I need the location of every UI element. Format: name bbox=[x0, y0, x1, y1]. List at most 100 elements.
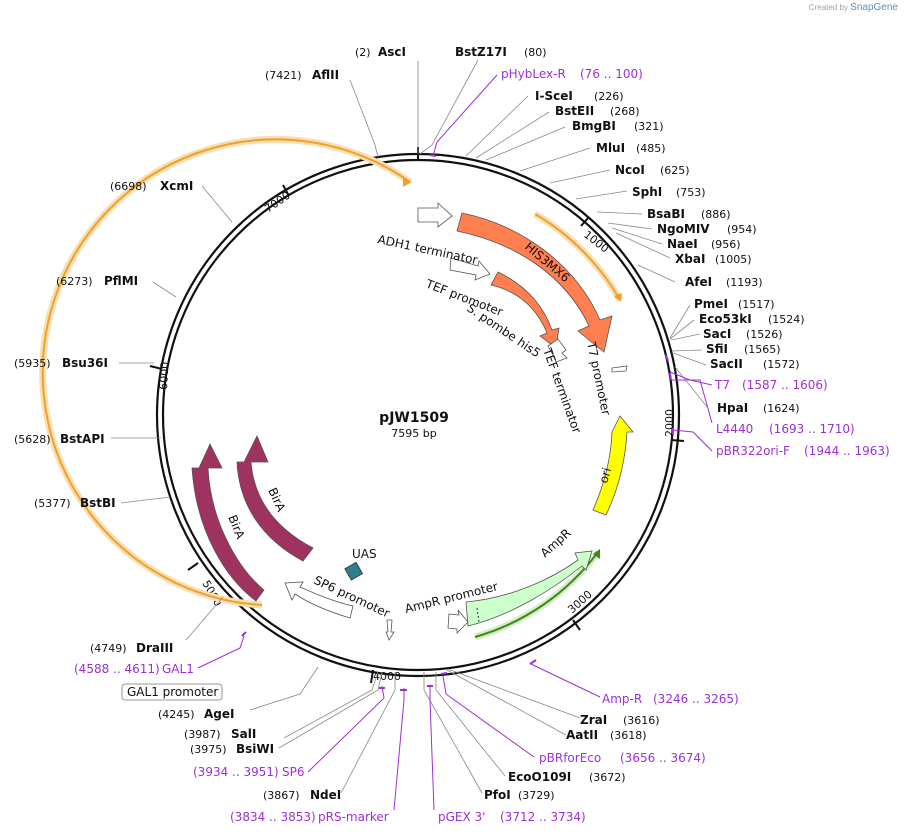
primer-leader bbox=[432, 74, 498, 157]
primer-range: (3656 .. 3674) bbox=[620, 751, 706, 765]
leader-line bbox=[637, 264, 676, 283]
tick-marks bbox=[149, 147, 685, 684]
enzyme-name: BmgBI bbox=[572, 119, 616, 133]
leader-line bbox=[446, 669, 567, 736]
enzyme-name: XbaI bbox=[675, 252, 705, 266]
enzyme-name: NgoMIV bbox=[657, 222, 710, 236]
leader-line bbox=[249, 666, 319, 711]
primer-name: L4440 bbox=[716, 422, 753, 436]
primer-leader bbox=[393, 688, 405, 811]
enzyme-position: (886) bbox=[701, 208, 731, 221]
primer-mark bbox=[529, 659, 537, 665]
orf-arc-7000-core bbox=[41, 138, 411, 606]
leader-line bbox=[465, 95, 529, 157]
leader-line bbox=[596, 211, 643, 215]
enzyme-labels: (2) AscI BstZ17I (80) (7421) AflII I-Sce… bbox=[14, 45, 805, 802]
primer-mark bbox=[440, 672, 448, 675]
enzyme-position: (2) bbox=[355, 46, 371, 59]
enzyme-name: BsaBI bbox=[647, 207, 685, 221]
tick-mark bbox=[670, 439, 685, 442]
leader-line bbox=[669, 319, 695, 340]
primer-mark bbox=[669, 372, 672, 381]
snapgene-credit: Created by SnapGene bbox=[809, 2, 898, 13]
enzyme-position: (954) bbox=[727, 223, 757, 236]
leader-line bbox=[349, 79, 379, 158]
leader-line bbox=[419, 59, 479, 155]
feature-bira-inner bbox=[236, 435, 314, 562]
tick-mark bbox=[282, 184, 290, 197]
feature-label: HIS3MX6 bbox=[522, 240, 572, 285]
feature-label: BirA bbox=[225, 513, 248, 542]
feature-label: UAS bbox=[352, 547, 377, 561]
enzyme-position: (3867) bbox=[263, 789, 300, 802]
enzyme-position: (6273) bbox=[56, 275, 93, 288]
enzyme-position: (956) bbox=[711, 238, 741, 251]
tick-mark bbox=[580, 216, 590, 227]
enzyme-name: AatII bbox=[566, 728, 598, 742]
enzyme-name: BstZ17I bbox=[455, 45, 507, 59]
primer-name: Amp-R bbox=[602, 692, 642, 706]
feature-his3mx6 bbox=[456, 212, 613, 353]
credit-prefix: Created by bbox=[808, 3, 848, 12]
enzyme-name: NaeI bbox=[667, 237, 698, 251]
leader-line bbox=[670, 333, 701, 341]
primer-name: pHybLex-R bbox=[501, 67, 566, 81]
enzyme-name: MluI bbox=[596, 141, 625, 155]
leader-line bbox=[201, 185, 233, 223]
primer-name: pGEX 3' bbox=[438, 810, 485, 824]
enzyme-name: EcoO109I bbox=[508, 770, 571, 784]
enzyme-name: PfoI bbox=[484, 788, 511, 802]
feature-small-arrow bbox=[385, 619, 395, 641]
enzyme-name: Eco53kI bbox=[699, 312, 752, 326]
primer-leader bbox=[442, 675, 535, 758]
enzyme-name: SphI bbox=[632, 185, 662, 199]
enzyme-name: SfiI bbox=[706, 342, 728, 356]
enzyme-position: (3987) bbox=[184, 728, 221, 741]
leader-line bbox=[423, 672, 483, 794]
gal1-promoter-label: GAL1 promoter bbox=[127, 685, 218, 699]
feature-tef-terminator bbox=[547, 338, 568, 363]
enzyme-name: BstEII bbox=[555, 104, 594, 118]
primer-leader bbox=[307, 685, 385, 773]
enzyme-name: ZraI bbox=[580, 713, 607, 727]
enzyme-position: (5628) bbox=[14, 433, 51, 446]
enzyme-name: I-SceI bbox=[535, 89, 573, 103]
leader-line bbox=[607, 222, 653, 230]
enzyme-position: (226) bbox=[594, 90, 624, 103]
feature-label: AmpR bbox=[538, 526, 574, 560]
primer-range: (1587 .. 1606) bbox=[742, 378, 828, 392]
tick-label: 6000 bbox=[157, 362, 171, 391]
tick-mark bbox=[572, 619, 581, 631]
feature-t7-promoter bbox=[611, 365, 628, 373]
leader-line bbox=[671, 349, 703, 352]
enzyme-position: (3616) bbox=[623, 714, 660, 727]
enzyme-position: (753) bbox=[676, 186, 706, 199]
tick-mark bbox=[149, 365, 163, 370]
enzyme-position: (268) bbox=[610, 105, 640, 118]
feature-uas bbox=[344, 561, 364, 581]
enzyme-position: (4749) bbox=[90, 642, 127, 655]
enzyme-position: (80) bbox=[524, 46, 547, 59]
enzyme-position: (5935) bbox=[14, 357, 51, 370]
orf-arc-1000-core bbox=[534, 213, 621, 301]
primer-range: (3834 .. 3853) bbox=[230, 810, 316, 824]
primer-name: GAL1 bbox=[162, 662, 194, 676]
feature-label: ADH1 terminator bbox=[376, 232, 478, 267]
enzyme-name: XcmI bbox=[160, 179, 193, 193]
gal1-promoter-box bbox=[121, 683, 223, 701]
feature-label: T7 promoter bbox=[584, 340, 613, 417]
leader-line bbox=[120, 496, 171, 504]
enzyme-name: BstAPI bbox=[60, 432, 105, 446]
primer-range: (3712 .. 3734) bbox=[500, 810, 586, 824]
plasmid-size: 7595 bp bbox=[391, 427, 436, 440]
enzyme-name: AscI bbox=[378, 45, 406, 59]
enzyme-position: (485) bbox=[636, 142, 666, 155]
enzyme-position: (3975) bbox=[190, 743, 227, 756]
primer-leader bbox=[530, 663, 601, 698]
enzyme-name: HpaI bbox=[717, 401, 748, 415]
primer-range: (3246 .. 3265) bbox=[653, 692, 739, 706]
leader-line bbox=[485, 126, 566, 161]
leader-line bbox=[152, 281, 177, 298]
orf-arrowhead bbox=[403, 177, 412, 187]
